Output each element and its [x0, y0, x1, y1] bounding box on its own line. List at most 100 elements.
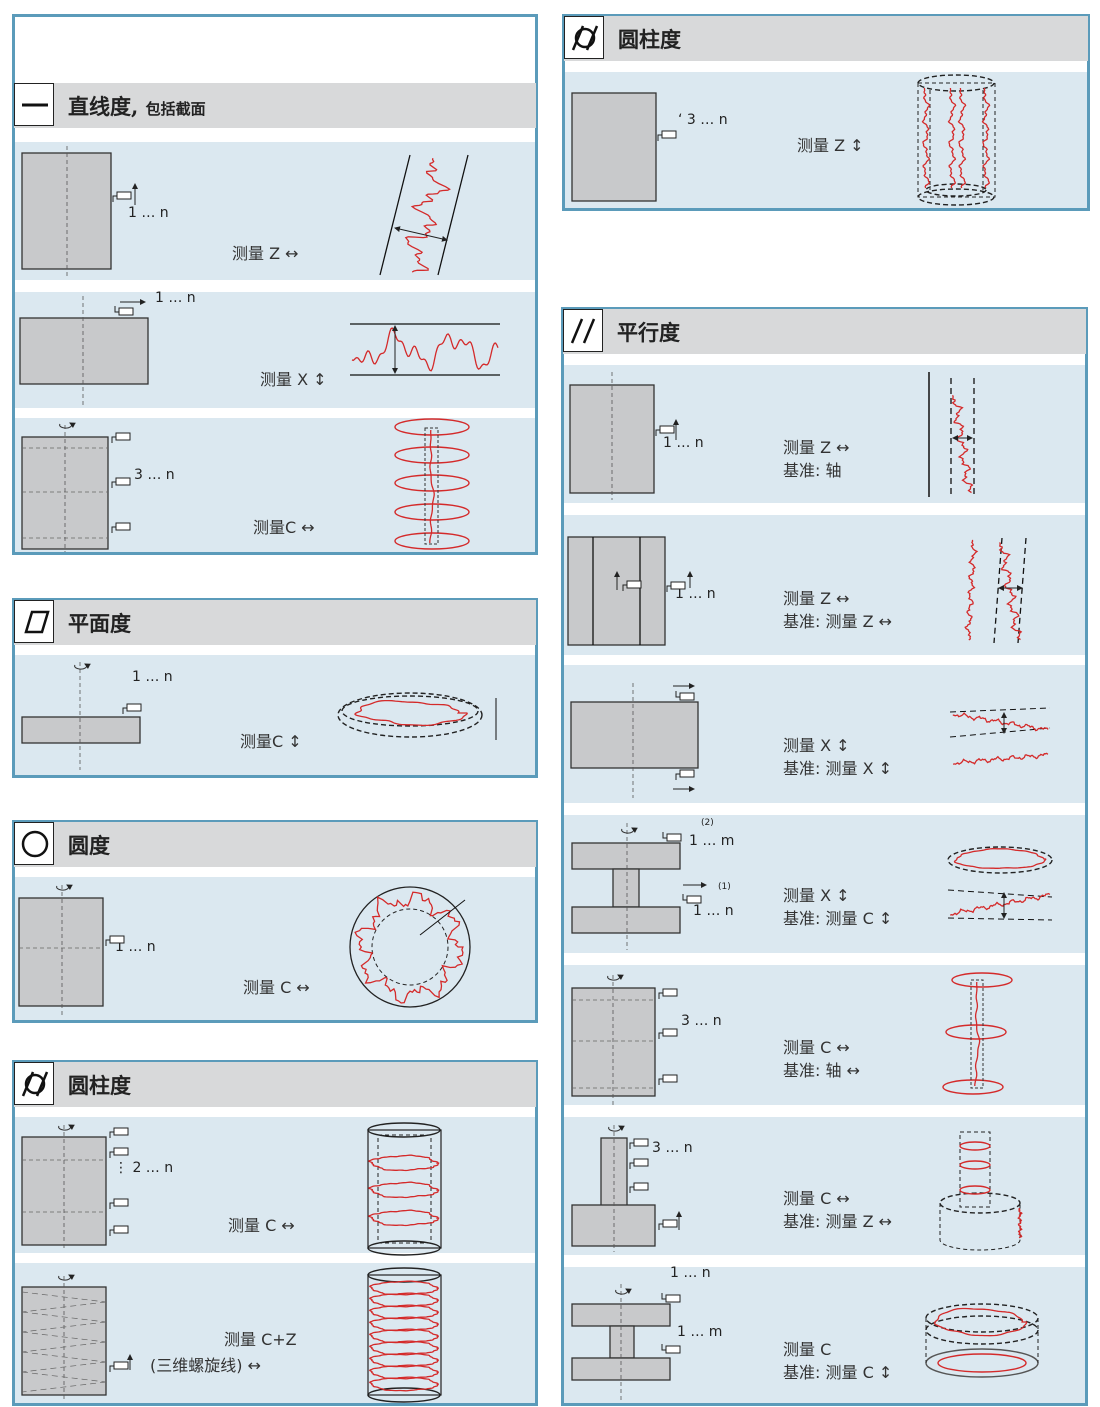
- straightness-header: 直线度, 包括截面: [14, 83, 536, 128]
- reference-circle-dashed: [371, 908, 449, 986]
- tolerance-line-dashed: [21, 1311, 107, 1323]
- probe-icon: [666, 833, 682, 842]
- column: [609, 1325, 635, 1359]
- probe-icon: [633, 1182, 649, 1191]
- measured-contour: [368, 1154, 440, 1172]
- section-title: 平面度: [68, 608, 131, 638]
- cylinder-outline: [917, 82, 996, 198]
- measurement-spec: 测量 C ↔: [228, 1214, 295, 1237]
- measure-label: 测量 C+Z: [224, 1330, 297, 1349]
- probe-stem: [658, 1032, 663, 1039]
- probe-icon: [113, 1225, 129, 1234]
- probe-icon: [662, 1074, 678, 1083]
- measured-profile: [998, 542, 1023, 641]
- probe-stem: [622, 584, 627, 591]
- cylinder-outline: [367, 1129, 442, 1249]
- tolerance-line-dashed: [21, 1351, 107, 1363]
- tolerance-line: [419, 899, 466, 936]
- measurement-spec: 测量 C+Z: [224, 1328, 297, 1351]
- probe-count-label: 3 … n: [681, 1013, 722, 1029]
- reference-ellipse: [394, 446, 470, 464]
- probe-icon: [116, 191, 132, 200]
- probe-stem: [122, 707, 127, 714]
- cylindricity-symbol-icon: [14, 1062, 54, 1105]
- reference-ellipse: [939, 1192, 1021, 1214]
- measure-label: 测量 X ↕: [260, 370, 327, 389]
- section-title-text: 平行度: [617, 320, 680, 345]
- tolerance-line-dashed: [21, 1301, 107, 1313]
- probe-icon: [115, 522, 131, 531]
- probe-count-label: 3 … n: [652, 1140, 693, 1156]
- measurement-spec: 测量 Z ↔基准: 测量 Z ↔: [783, 587, 892, 633]
- reference-label: 基准: 测量 X ↕: [783, 759, 893, 778]
- reference-ellipse: [367, 1122, 441, 1138]
- probe-stem: [675, 773, 680, 780]
- measure-label: 测量 C ↔: [228, 1216, 295, 1235]
- probe-icon: [665, 1345, 681, 1354]
- tolerance-line-dashed: [21, 1341, 107, 1353]
- probe-icon: [633, 1138, 649, 1147]
- probe-stem: [109, 1151, 114, 1158]
- probe-stem: [661, 1293, 666, 1300]
- measure-label: 测量 C: [783, 1340, 832, 1359]
- measure-label: 测量 C ↔: [783, 1038, 850, 1057]
- rotation-icon: [56, 884, 73, 891]
- reference-ellipse: [947, 846, 1053, 874]
- measured-profile: [351, 327, 499, 372]
- measured-circle: [959, 1141, 991, 1151]
- reference-label: 基准: 轴 ↔: [783, 1061, 860, 1080]
- measured-profile: [429, 429, 435, 543]
- measure-label: 测量 Z ↔: [232, 244, 299, 263]
- probe-icon: [118, 307, 134, 316]
- probe-stem: [109, 1365, 114, 1372]
- workpiece: [571, 92, 657, 202]
- measure-label: 测量 C ↔: [783, 1189, 850, 1208]
- reference-circle: [349, 886, 471, 1008]
- probe-count-label: 1 … n: [155, 290, 196, 306]
- probe-count-label: 1 … m: [689, 833, 735, 849]
- reference-ellipse: [367, 1240, 441, 1256]
- reference-ellipse: [394, 418, 470, 436]
- measured-contour: [933, 1307, 1028, 1337]
- cylindricity-symbol-icon: [564, 16, 604, 59]
- symbol-glyph: [571, 25, 599, 51]
- probe-icon: [113, 1361, 129, 1370]
- rotation-icon: [621, 827, 638, 834]
- measured-contour: [369, 1292, 439, 1308]
- section-title-text: 圆柱度: [618, 27, 681, 52]
- top-plate: [571, 842, 681, 870]
- measured-contour: [369, 1376, 439, 1392]
- symbol-glyph: [22, 103, 48, 107]
- probe-stem: [655, 429, 660, 436]
- measured-contour: [369, 1316, 439, 1332]
- reference-cylinder: [970, 979, 984, 1089]
- measured-circle: [959, 1185, 991, 1195]
- probe-stem: [111, 436, 116, 443]
- probe-icon: [115, 477, 131, 486]
- measurement-spec: 测量 C ↔基准: 测量 Z ↔: [783, 1187, 892, 1233]
- probe-stem: [682, 894, 687, 901]
- measure-label: 测量 Z ↕: [797, 136, 864, 155]
- probe-icon: [626, 580, 642, 589]
- measurement-row: [15, 655, 535, 775]
- probe-icon: [113, 1127, 129, 1136]
- measured-circle: [959, 1160, 991, 1170]
- tolerance-line-dashed: [21, 1371, 107, 1383]
- probe-stem: [111, 526, 116, 533]
- measured-circle: [945, 1024, 1007, 1040]
- measured-profile: [951, 395, 974, 494]
- tolerance-line-dashed: [21, 1381, 107, 1393]
- measure-label: 测量 Z ↔: [783, 589, 850, 608]
- probe-stem: [661, 1344, 666, 1351]
- rotation-icon: [615, 1288, 632, 1295]
- symbol-glyph: [570, 318, 596, 344]
- probe-icon: [113, 1147, 129, 1156]
- tolerance-line-dashed: [21, 1361, 107, 1373]
- tolerance-line: [437, 154, 469, 276]
- measured-profile: [964, 539, 979, 641]
- probe-stem: [109, 1229, 114, 1236]
- tolerance-line-dashed: [1017, 537, 1027, 644]
- probe-count-label-secondary: 1 … m: [677, 1324, 723, 1340]
- reference-label: 基准: 轴: [783, 461, 842, 480]
